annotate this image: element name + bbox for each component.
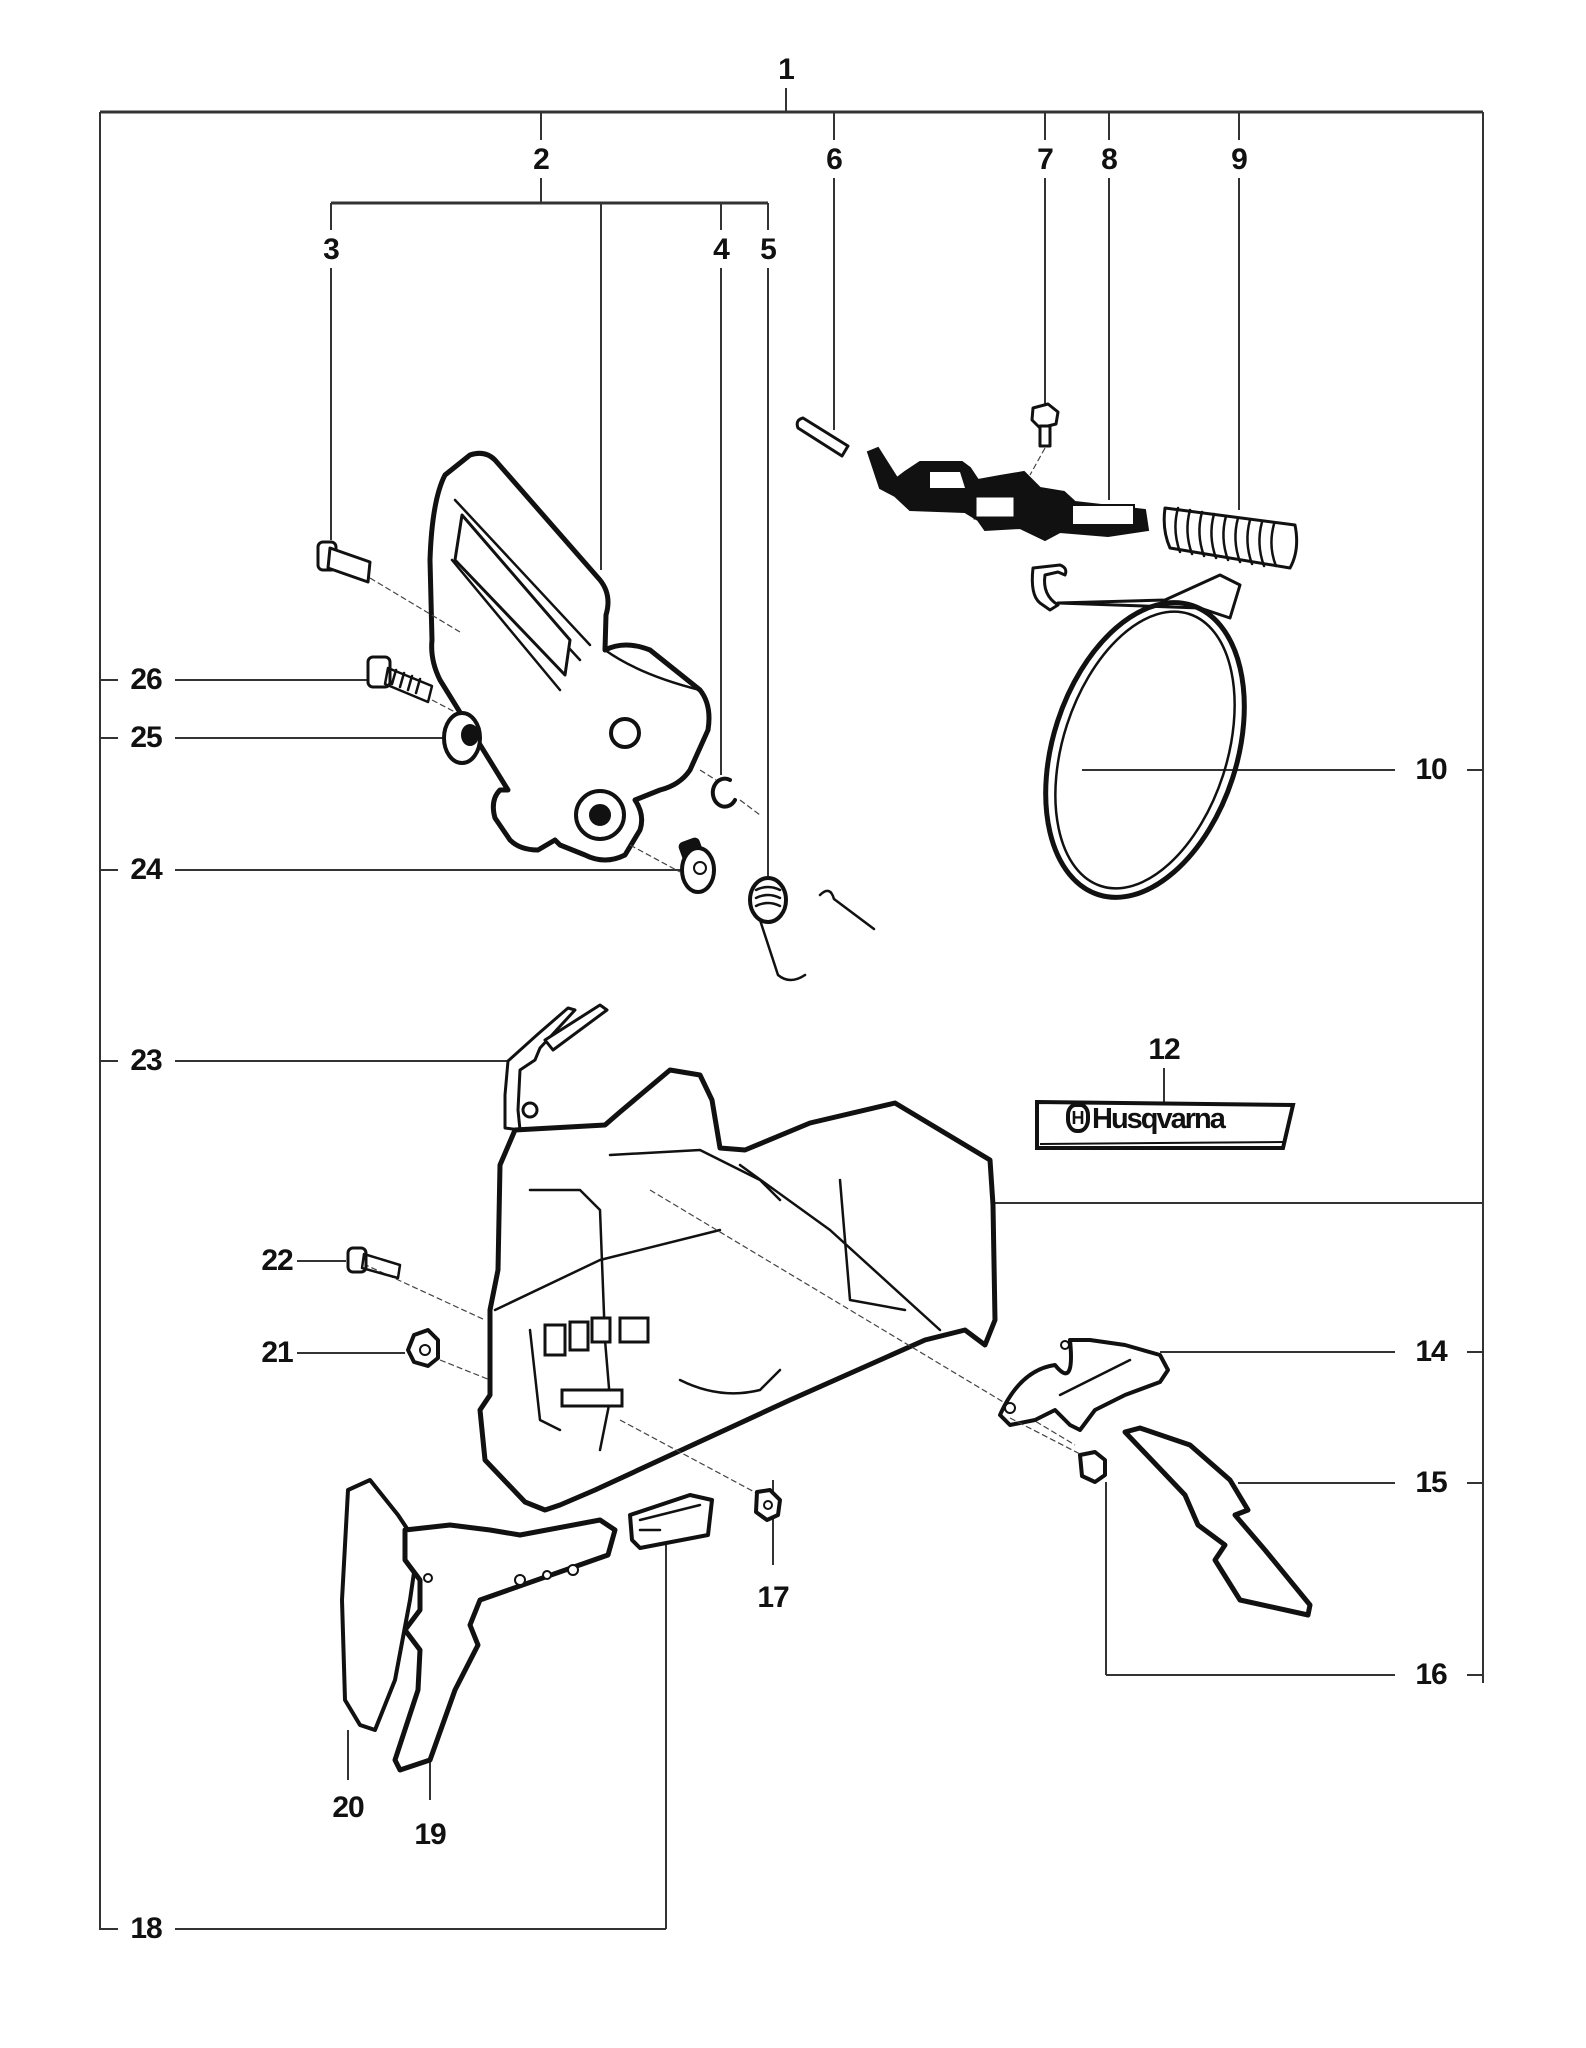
callout-9: 9 [1227,145,1251,175]
callout-7: 7 [1033,145,1057,175]
part-18-tensioner-block [628,1493,714,1550]
part-19-chain-guide-plate [392,1517,618,1773]
callout-16: 16 [1411,1660,1451,1690]
part-8-brake-lever [866,446,1150,542]
part-3-pivot-pin [316,540,461,633]
callout-26: 26 [126,665,166,695]
part-9-compression-spring [1162,506,1299,570]
callout-6: 6 [822,145,846,175]
callout-15: 15 [1411,1468,1451,1498]
callout-5: 5 [756,235,780,265]
callout-1: 1 [774,55,798,85]
callout-12: 12 [1144,1035,1184,1065]
assembly-1-bracket [99,88,1484,1930]
callout-2: 2 [529,145,553,175]
part-4-circlip [699,769,761,816]
callout-23: 23 [126,1046,166,1076]
part-1-clutch-cover [354,1067,1076,1513]
callout-8: 8 [1097,145,1121,175]
part-12-decal [1035,1099,1296,1150]
callout-25: 25 [126,723,166,753]
callout-19: 19 [410,1820,450,1850]
callout-3: 3 [319,235,343,265]
callout-20: 20 [328,1793,368,1823]
part-17-nut [754,1488,782,1522]
part-6-pin [795,416,850,458]
upper-right-leaders [833,178,1240,510]
part-25-washer [442,711,482,765]
part-5-torsion-spring [748,876,876,982]
part-20-guide-bar-plate [340,1478,420,1732]
part-14-chain-catcher [998,1338,1170,1432]
part-15-guide-plate [1122,1425,1313,1618]
callout-10: 10 [1411,755,1451,785]
part-22-screw [346,1246,402,1280]
part-2-brake-handle [427,450,712,863]
left-leaders [100,679,688,1930]
part-7-screw [1029,402,1060,476]
callout-22: 22 [257,1246,297,1276]
part-23-spring-clip [503,1003,609,1132]
callout-21: 21 [257,1338,297,1368]
callout-17: 17 [753,1583,793,1613]
husqvarna-logo-icon: H [1066,1103,1090,1133]
callout-24: 24 [126,855,166,885]
callout-14: 14 [1411,1337,1451,1367]
callout-18: 18 [126,1914,166,1944]
part-21-flange-nut [406,1328,440,1368]
right-leaders [347,769,1483,1800]
callout-4: 4 [709,235,733,265]
part-24-bushing [629,837,716,894]
part-16-screw [1009,1417,1107,1484]
assembly-2-bracket [330,178,769,880]
decal-brand-text: Husqvarna [1092,1103,1226,1135]
part-10-brake-band [1030,563,1247,900]
part-26-screw [366,655,456,713]
